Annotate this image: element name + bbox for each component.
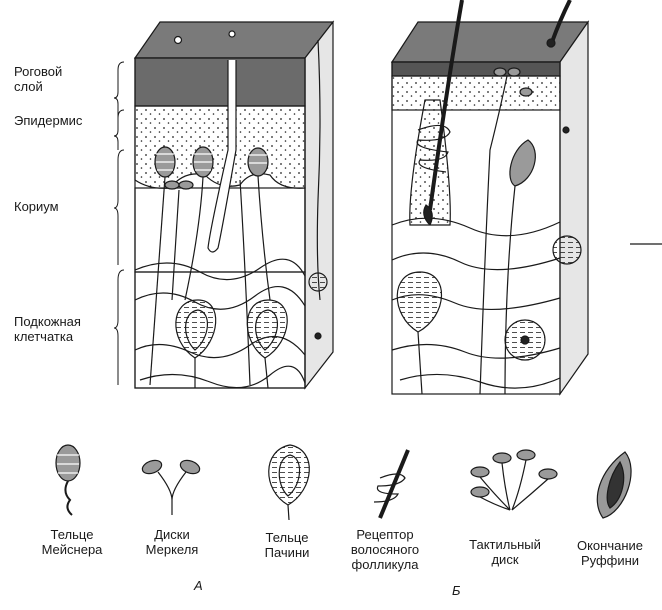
label-stratum-corneum: Роговой слой (14, 64, 63, 94)
label-ruffini: Окончание Руффини (576, 538, 644, 568)
block-a-top-surface (133, 21, 335, 59)
block-b-stratum (391, 61, 561, 77)
pacini-icon (268, 444, 310, 521)
label-meissner: Тельце Мейснера (41, 527, 103, 557)
merkel-icon (141, 459, 201, 515)
meissner-icon (55, 444, 81, 516)
meissner-corpuscles-a (154, 146, 269, 178)
skin-block-a (133, 20, 335, 390)
ruffini-icon (596, 451, 632, 519)
label-pacini: Тельце Пачини (264, 530, 310, 560)
tactile-disc-icon (470, 449, 558, 511)
hair-follicle-icon (373, 449, 410, 519)
legend-icons (55, 444, 632, 521)
block-b-side-face (559, 20, 589, 396)
label-merkel: Диски Меркеля (145, 527, 199, 557)
label-corium: Кориум (14, 199, 59, 214)
skin-block-b (390, 0, 590, 396)
label-tactile-disc: Тактильный диск (469, 537, 541, 567)
pacini-corpuscles-a (175, 299, 288, 389)
panel-label-b: Б (452, 583, 461, 598)
panel-label-a: А (194, 578, 203, 593)
label-epidermis: Эпидермис (14, 113, 83, 128)
label-subcutaneous: Подкожная клетчатка (14, 314, 81, 344)
layer-brackets (113, 61, 125, 385)
block-a-stratum-corneum (134, 57, 306, 107)
block-b-epidermis (391, 75, 561, 111)
label-hair-follicle: Рецептор волосяного фолликула (350, 527, 420, 572)
